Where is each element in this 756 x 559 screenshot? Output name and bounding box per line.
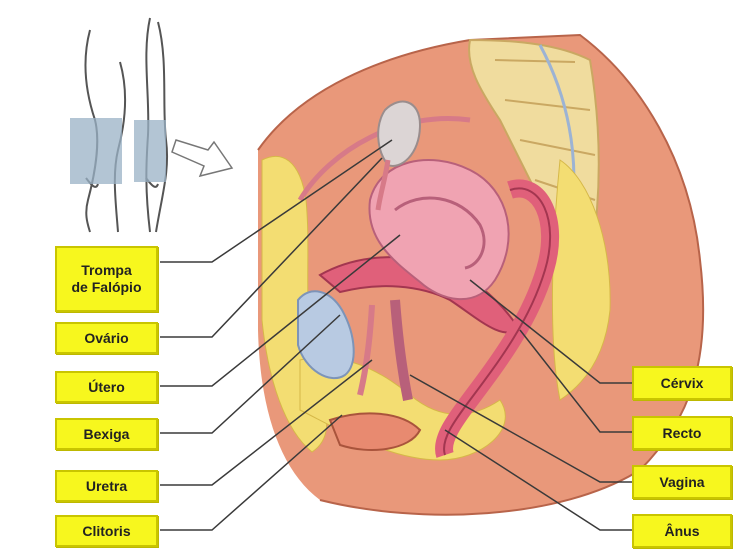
label-cervix: Cérvix: [632, 366, 732, 400]
label-clitoris: Clitoris: [55, 515, 158, 547]
label-uretra: Uretra: [55, 470, 158, 502]
label-vagina: Vagina: [632, 465, 732, 499]
locator-box-front: [134, 120, 166, 182]
label-trompa: Trompa de Falópio: [55, 246, 158, 312]
label-bexiga: Bexiga: [55, 418, 158, 450]
label-recto: Recto: [632, 416, 732, 450]
label-anus: Ânus: [632, 514, 732, 548]
label-utero: Útero: [55, 371, 158, 403]
locator-box-side: [70, 118, 122, 184]
label-ovario: Ovário: [55, 322, 158, 354]
arrow-icon: [172, 140, 232, 176]
